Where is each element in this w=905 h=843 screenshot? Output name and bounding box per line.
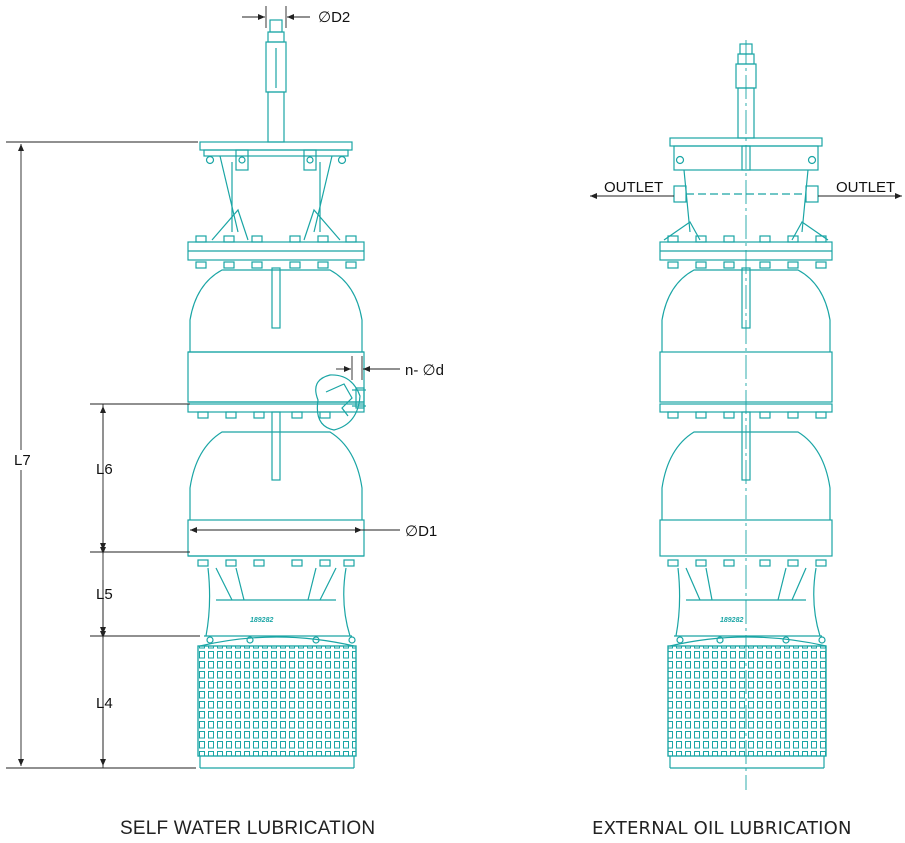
left-cutaway-detail: [315, 374, 366, 431]
right-suction-bell: [667, 559, 827, 644]
outlet-right-label: OUTLET: [836, 179, 895, 196]
left-discharge-cone: [211, 155, 341, 241]
left-motor-section-2: [187, 411, 365, 557]
right-motor-section-1: [659, 267, 833, 403]
right-top-housing: [663, 137, 829, 241]
left-shaft: [265, 19, 287, 143]
right-upper-flange: [659, 235, 833, 269]
l6-label: L6: [96, 461, 113, 478]
caption-self-water-lubrication: SELF WATER LUBRICATION: [120, 818, 376, 839]
left-motor-section-1: [187, 267, 365, 403]
left-serial-number: 189282: [250, 617, 273, 624]
left-pump: [187, 19, 366, 769]
left-dimensions: [6, 6, 400, 769]
outlet-left-label: OUTLET: [604, 179, 663, 196]
l7-label: L7: [14, 452, 31, 469]
d1-label: ∅D1: [405, 523, 437, 540]
right-motor-section-2: [659, 411, 833, 557]
left-suction-bell: [197, 559, 356, 644]
left-strainer: [197, 636, 357, 769]
d2-label: ∅D2: [318, 9, 350, 26]
right-pump: [659, 40, 833, 790]
caption-external-oil-lubrication: EXTERNAL OIL LUBRICATION: [592, 818, 852, 839]
left-top-flange: [199, 141, 353, 171]
right-strainer: [667, 636, 827, 769]
left-upper-flange: [187, 235, 365, 269]
right-serial-number: 189282: [720, 617, 743, 624]
l4-label: L4: [96, 695, 113, 712]
nd-label: n- ∅d: [405, 362, 444, 379]
left-middle-flange: [187, 403, 365, 419]
l5-label: L5: [96, 586, 113, 603]
